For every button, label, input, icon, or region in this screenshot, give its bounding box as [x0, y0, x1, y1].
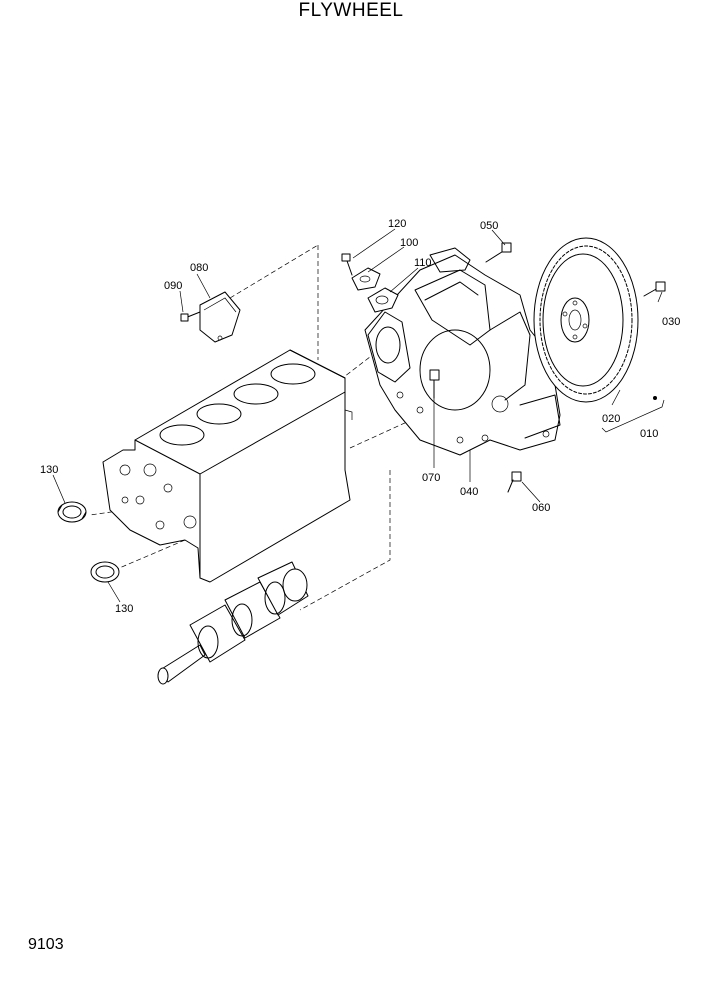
leader-lines [52, 228, 663, 603]
part-label-100: 100 [400, 237, 418, 249]
plate-100 [351, 267, 381, 291]
page-number: 9103 [28, 936, 64, 953]
engine-block [102, 349, 353, 583]
flywheel-housing [364, 247, 561, 456]
assembly-bracket [601, 399, 665, 433]
bolt-050 [485, 242, 512, 263]
part-label-040: 040 [460, 486, 478, 498]
part-label-110: 110 [414, 257, 432, 269]
part-label-050: 050 [480, 220, 498, 232]
flywheel [533, 237, 639, 403]
part-label-090: 090 [164, 280, 182, 292]
bolt-030 [643, 281, 666, 297]
bolt-090 [180, 311, 201, 322]
crankshaft [157, 561, 309, 685]
part-label-120: 120 [388, 218, 406, 230]
part-label-060: 060 [532, 502, 550, 514]
page-title: FLYWHEEL [298, 0, 404, 21]
gasket-110 [367, 287, 399, 313]
part-label-130-rear: 130 [115, 603, 133, 615]
bolt-070 [429, 369, 440, 399]
part-label-020: 020 [602, 413, 620, 425]
marker-dot [653, 396, 657, 400]
oil-seal-front [57, 501, 87, 523]
part-label-010: 010 [640, 428, 658, 440]
oil-seal-rear [90, 561, 120, 583]
part-label-070: 070 [422, 472, 440, 484]
part-label-130-front: 130 [40, 464, 58, 476]
bolt-060 [507, 471, 522, 493]
part-label-080: 080 [190, 262, 208, 274]
bolt-120 [341, 253, 353, 276]
cover-plate [199, 291, 241, 343]
part-label-030: 030 [662, 316, 680, 328]
